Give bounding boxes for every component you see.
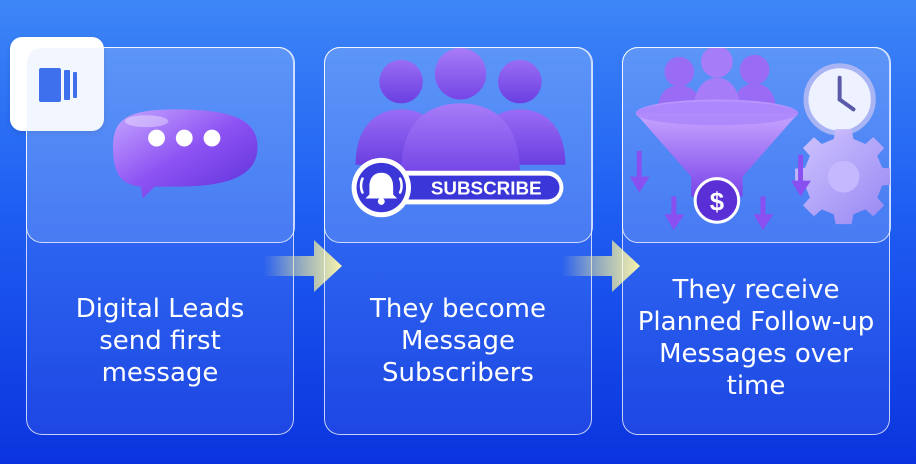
bell-icon bbox=[359, 172, 403, 205]
subscribers-group-icon: SUBSCRIBE bbox=[351, 47, 565, 217]
step-1-text: Digital Leads send first message bbox=[75, 294, 245, 388]
step-card-1: Digital Leads send first message bbox=[25, 46, 295, 435]
step-3-illustration: $ bbox=[621, 46, 891, 243]
flow-arrow-2 bbox=[562, 238, 642, 294]
right-arrow-icon bbox=[264, 240, 342, 292]
clock-icon bbox=[803, 62, 876, 136]
subscribe-badge: SUBSCRIBE bbox=[430, 177, 541, 198]
step-card-2: SUBSCRIBE They become Message Subscriber… bbox=[323, 46, 593, 435]
down-arrows-icon bbox=[629, 150, 811, 230]
logo-icon bbox=[39, 68, 61, 102]
chat-bubble-icon bbox=[112, 108, 257, 198]
step-1-illustration bbox=[25, 46, 295, 243]
step-3-text: They receive Planned Follow-up Messages … bbox=[637, 275, 875, 401]
flow-arrow-1 bbox=[264, 238, 344, 294]
right-arrow-icon bbox=[562, 240, 640, 292]
svg-text:$: $ bbox=[709, 188, 723, 216]
gear-icon bbox=[794, 128, 890, 224]
funnel-icon: $ bbox=[629, 47, 890, 230]
step-2-text: They become Message Subscribers bbox=[369, 294, 547, 388]
step-2-illustration: SUBSCRIBE bbox=[323, 46, 593, 243]
step-card-3: $ They receive Planned Follow-up Message… bbox=[621, 46, 891, 435]
